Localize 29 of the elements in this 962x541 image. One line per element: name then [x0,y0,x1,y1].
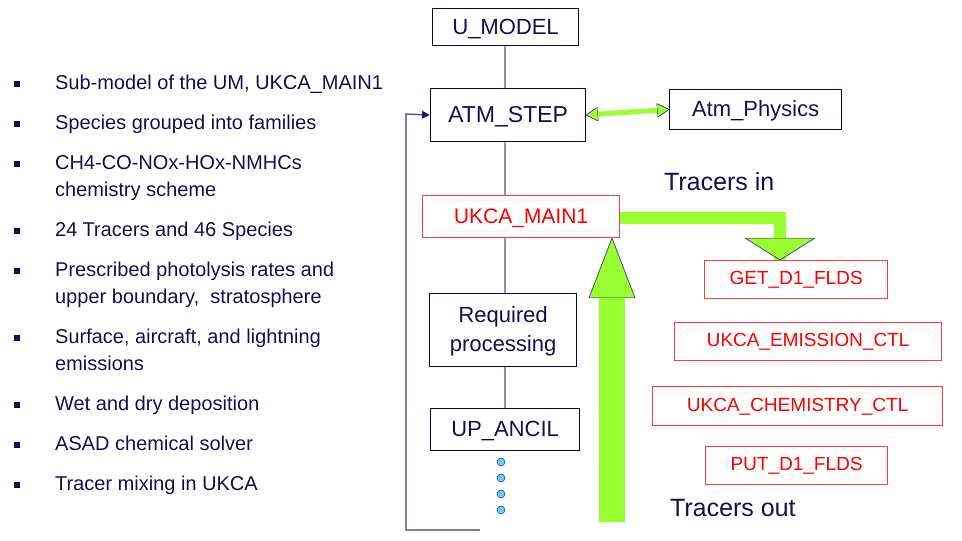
bullet-text: Prescribed photolysis rates and upper boundary, stratosphere [55,258,336,310]
bullet-text: CH4-CO-NOx-HOx-NMHCs chemistry scheme [55,151,303,203]
process-box: UKCA_EMISSION_CTL [674,322,942,361]
bullet-text: Sub-model of the UM, UKCA_MAIN1 [55,71,383,96]
process-box: UKCA_MAIN1 [422,195,620,238]
edge-label: Tracers out [670,496,796,521]
arrow [620,212,816,260]
process-box: Required processing [429,293,577,367]
bullet-text: ASAD chemical solver [55,432,253,457]
bullet-text: Wet and dry deposition [55,392,260,417]
process-box: U_MODEL [432,8,579,46]
bullet-text: Species grouped into families [55,111,316,136]
process-box: GET_D1_FLDS [704,260,888,299]
process-box: UP_ANCIL [430,408,580,451]
bullet-text: 24 Tracers and 46 Species [55,218,293,243]
arrow [588,238,636,522]
bullet-text: Surface, aircraft, and lightning emissions [55,325,322,377]
connector-line [504,238,506,293]
arrow [405,110,480,531]
connector-line [504,367,506,408]
process-box: PUT_D1_FLDS [705,446,888,485]
process-box: Atm_Physics [669,89,842,130]
bullet-text: Tracer mixing in UKCA [55,472,258,497]
process-box: ATM_STEP [430,88,586,142]
process-box: UKCA_CHEMISTRY_CTL [652,386,943,426]
connector-line [504,142,506,195]
edge-label: Tracers in [664,170,774,195]
connector-line [504,46,506,88]
arrow [586,102,670,122]
